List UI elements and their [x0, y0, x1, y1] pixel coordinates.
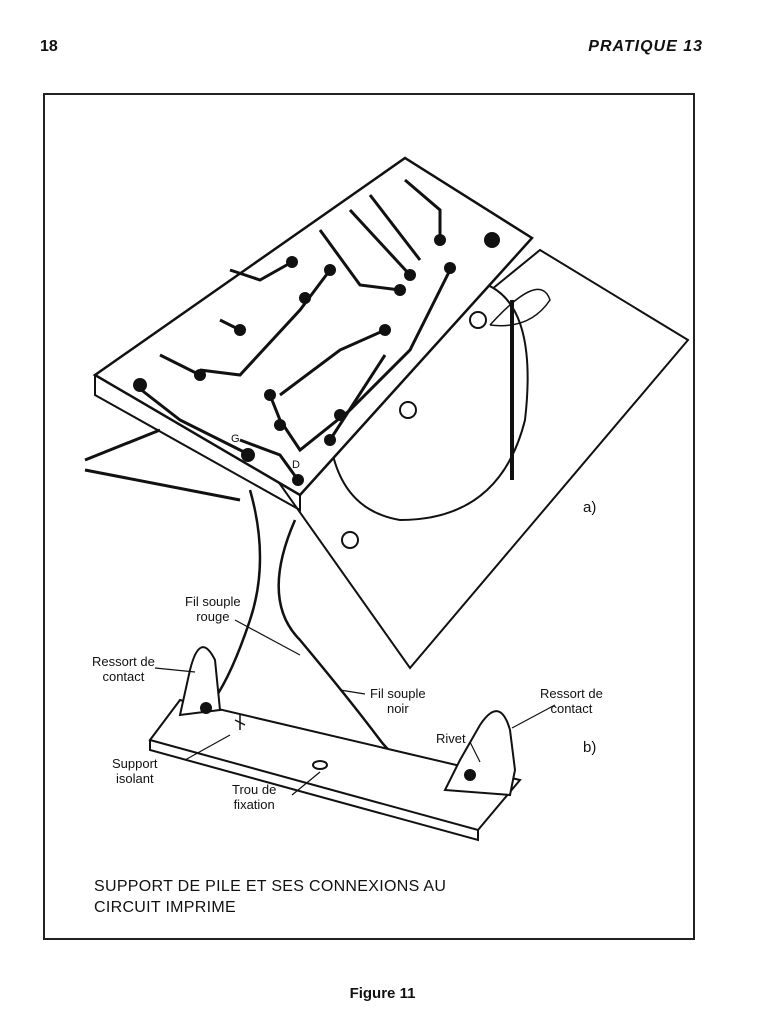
- label-line: Ressort de: [540, 686, 603, 701]
- label-line: isolant: [115, 771, 154, 786]
- board-mark-g: G: [231, 433, 240, 445]
- label-line: Ressort de: [92, 654, 155, 669]
- label-contact-spring-right: Ressort de contact: [540, 686, 603, 716]
- figure-label: Figure 11: [349, 985, 416, 1002]
- label-line: Trou de: [232, 782, 277, 797]
- panel-b-label: b): [583, 739, 597, 756]
- label-rivet: Rivet: [436, 731, 466, 746]
- label-black-wire: Fil souple noir: [370, 686, 426, 716]
- label-insulating-support: Support isolant: [112, 756, 158, 786]
- panel-a-label: a): [583, 499, 597, 516]
- label-line: fixation: [233, 797, 275, 812]
- insulating-support: [148, 698, 522, 832]
- label-line: contact: [102, 669, 145, 684]
- label-line: noir: [386, 701, 409, 716]
- caption-line: SUPPORT DE PILE ET SES CONNEXIONS AU: [94, 878, 447, 895]
- page-number: 18: [40, 38, 58, 55]
- figure-caption: SUPPORT DE PILE ET SES CONNEXIONS AU CIR…: [94, 876, 446, 918]
- printed-circuit-board: [92, 156, 534, 497]
- label-line: Fil souple: [370, 686, 426, 701]
- running-title: PRATIQUE 13: [588, 38, 703, 55]
- board-mark-d: D: [292, 459, 300, 471]
- label-line: Fil souple: [185, 594, 241, 609]
- label-line: rouge: [196, 609, 230, 624]
- label-mounting-hole: Trou de fixation: [232, 782, 276, 812]
- label-contact-spring-left: Ressort de contact: [92, 654, 155, 684]
- label-line: Support: [112, 756, 158, 771]
- figure-frame: [43, 93, 695, 940]
- red-wire: [209, 489, 262, 706]
- caption-line: CIRCUIT IMPRIME: [94, 899, 236, 916]
- label-line: contact: [550, 701, 593, 716]
- label-red-wire: Fil souple rouge: [185, 594, 241, 624]
